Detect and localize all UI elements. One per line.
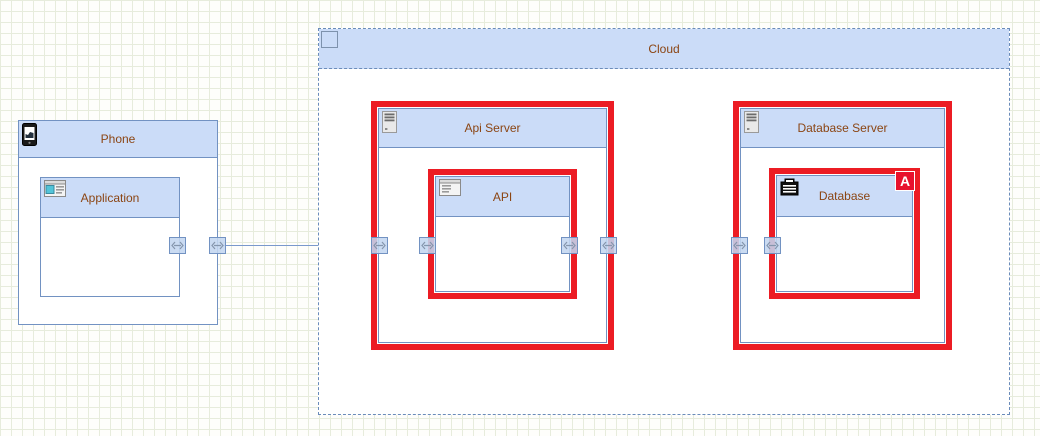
node-phone-label: Phone <box>100 132 136 146</box>
node-application[interactable]: Application <box>40 177 180 297</box>
node-api-server-header[interactable]: Api Server <box>379 109 606 148</box>
port-apiserver-right-edge[interactable] <box>600 237 617 254</box>
phone-icon <box>22 123 37 151</box>
node-api-label: API <box>492 189 513 204</box>
port-apiserver-left-edge[interactable] <box>371 237 388 254</box>
port-dbserver-left-edge[interactable] <box>731 237 748 254</box>
node-database-header[interactable]: Database <box>777 176 912 217</box>
port-arrows-icon <box>421 241 434 250</box>
node-database-server-header[interactable]: Database Server <box>741 109 944 148</box>
node-api-header[interactable]: API <box>436 177 569 217</box>
port-arrows-icon <box>766 241 779 250</box>
port-arrows-icon <box>602 241 615 250</box>
port-phone-edge[interactable] <box>209 237 226 254</box>
node-api[interactable]: API <box>435 176 570 292</box>
port-arrows-icon <box>373 241 386 250</box>
validation-badge: A <box>895 171 915 191</box>
api-window-icon <box>439 179 461 201</box>
node-cloud-label: Cloud <box>648 41 680 56</box>
server-tower-icon <box>382 111 397 138</box>
cloud-corner-icon <box>321 31 338 48</box>
node-database-label: Database <box>818 189 871 203</box>
port-application-right[interactable] <box>169 237 186 254</box>
node-database-server-label: Database Server <box>797 121 888 135</box>
node-application-header[interactable]: Application <box>41 178 179 218</box>
port-arrows-icon <box>211 241 224 250</box>
port-arrows-icon <box>563 241 576 250</box>
application-window-icon <box>44 180 66 202</box>
port-api-left[interactable] <box>419 237 436 254</box>
port-database-left[interactable] <box>764 237 781 254</box>
node-api-server-label: Api Server <box>464 121 521 135</box>
node-phone-header[interactable]: Phone <box>19 121 217 158</box>
port-api-right[interactable] <box>561 237 578 254</box>
port-arrows-icon <box>171 241 184 250</box>
disk-drive-icon <box>780 178 799 201</box>
node-application-label: Application <box>80 190 140 205</box>
connector-phone-to-apiserver[interactable] <box>217 245 379 246</box>
node-cloud-header[interactable]: Cloud <box>319 29 1009 69</box>
server-tower-icon <box>744 111 759 138</box>
port-arrows-icon <box>733 241 746 250</box>
node-database[interactable]: Database <box>776 175 913 292</box>
